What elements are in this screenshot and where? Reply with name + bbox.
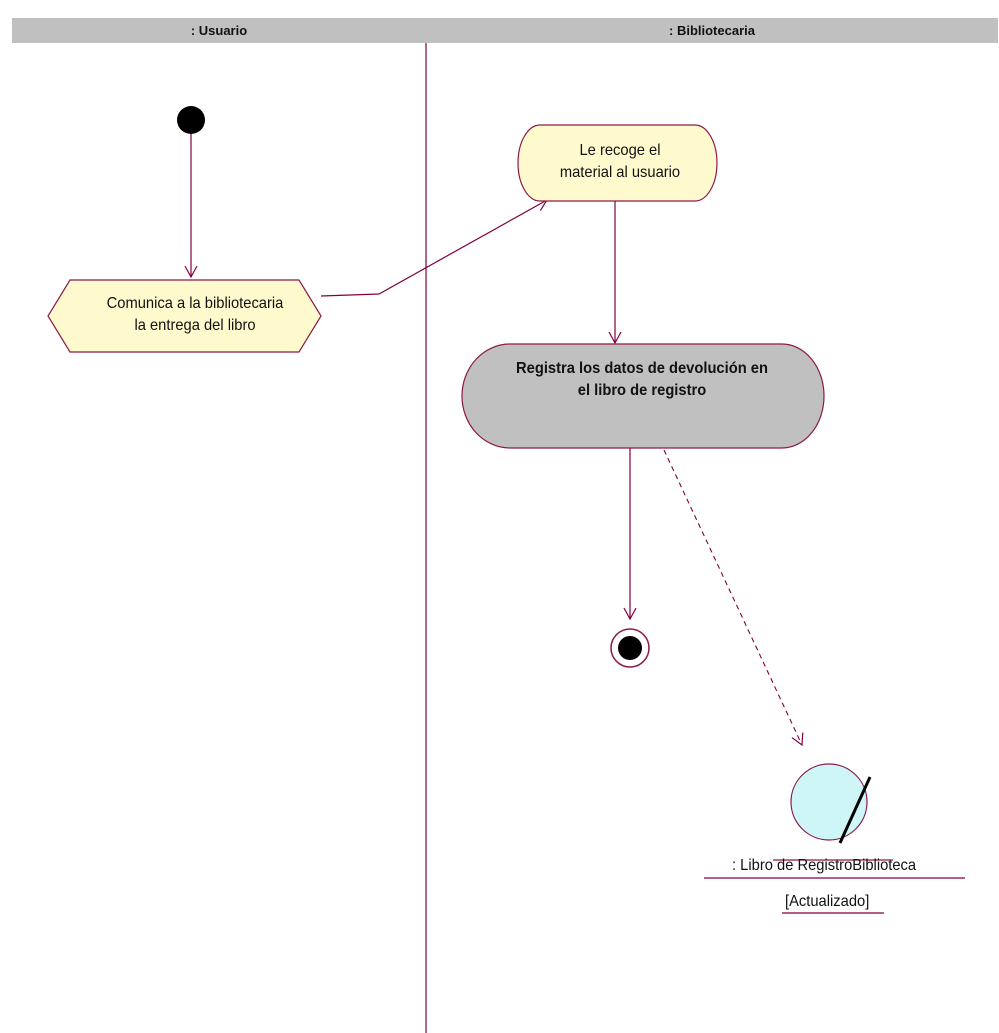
activity-comunica[interactable] xyxy=(47,279,322,353)
object-name: : Libro de RegistroBiblioteca xyxy=(732,857,917,874)
swimlane-header-usuario: : Usuario xyxy=(12,18,426,43)
activity-comunica-line2: la entrega del libro xyxy=(134,317,256,334)
activity-comunica-label: Comunica a la bibliotecaria la entrega d… xyxy=(73,293,318,337)
activity-recoge-label: Le recoge el material al usuario xyxy=(523,140,716,184)
activity-recoge-line2: material al usuario xyxy=(559,164,681,181)
activity-registra-line2: el libro de registro xyxy=(577,382,707,399)
object-state: [Actualizado] xyxy=(785,893,870,910)
activity-recoge[interactable] xyxy=(517,124,718,202)
activity-comunica-line1: Comunica a la bibliotecaria xyxy=(106,295,284,312)
swimlane-header-bibliotecaria: : Bibliotecaria xyxy=(426,18,998,43)
final-node-inner xyxy=(618,636,642,660)
entity-object-libro[interactable] xyxy=(790,763,868,841)
activity-recoge-line1: Le recoge el xyxy=(579,142,661,159)
activity-registra-label: Registra los datos de devolución en el l… xyxy=(476,358,807,402)
entity-object-shadow-mark xyxy=(838,776,872,844)
flow-comunica-to-recoge xyxy=(320,199,549,297)
activity-registra-line1: Registra los datos de devolución en xyxy=(516,360,768,377)
object-flow-registra-to-libro xyxy=(663,449,804,747)
activity-registra[interactable] xyxy=(461,343,825,449)
initial-node[interactable] xyxy=(177,106,205,134)
